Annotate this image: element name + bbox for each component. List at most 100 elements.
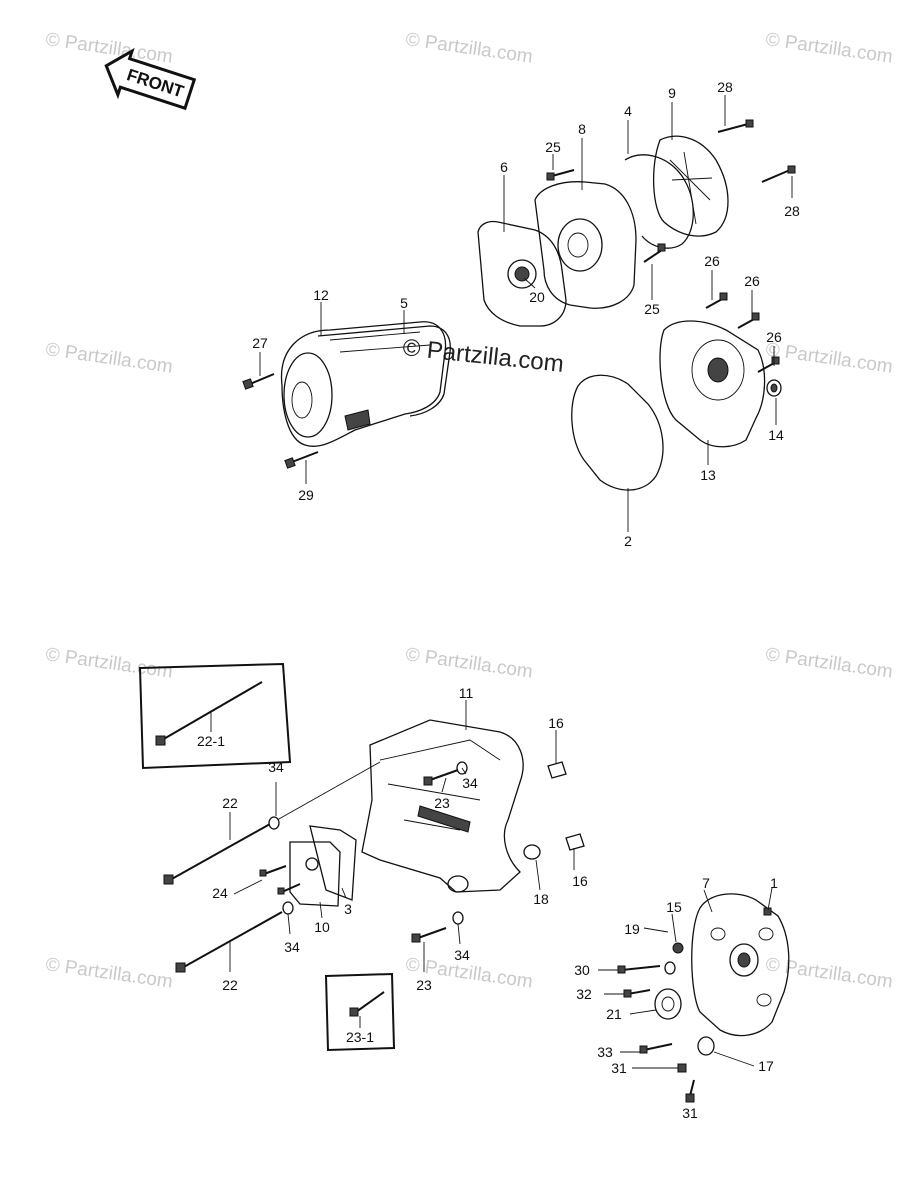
callout-21: 21 (606, 1006, 622, 1022)
callout-22-1: 22-1 (197, 733, 225, 749)
callout-28: 28 (784, 203, 800, 219)
callout-numbers: 12 5 27 29 6 8 4 9 25 28 28 20 25 26 26 … (197, 79, 800, 1121)
part-3-bracket (309, 825, 357, 901)
callout-7: 7 (702, 875, 710, 891)
callout-6: 6 (500, 159, 508, 175)
callout-14: 14 (768, 427, 784, 443)
part-29-bolt (284, 451, 319, 469)
part-26-bolt (737, 312, 760, 329)
part-34-washer (282, 901, 294, 915)
callout-15: 15 (666, 899, 682, 915)
part-26-bolt (705, 292, 728, 309)
part-7-side-cover (691, 893, 790, 1037)
callout-13: 13 (700, 467, 716, 483)
part-32-bolt (623, 989, 651, 998)
callout-34: 34 (454, 947, 470, 963)
callout-34: 34 (284, 939, 300, 955)
part-12-cover (280, 321, 447, 447)
callout-8: 8 (578, 121, 586, 137)
part-22-stud (163, 761, 381, 885)
callout-34: 34 (462, 775, 478, 791)
part-34-washer (268, 816, 280, 830)
part-28-bolt (717, 119, 754, 133)
callout-23: 23 (434, 795, 450, 811)
watermark: © Partzilla.com (404, 29, 534, 68)
callout-30: 30 (574, 962, 590, 978)
part-23-bolt (411, 927, 447, 943)
part-22-1-box (138, 662, 292, 770)
callout-24: 24 (212, 885, 228, 901)
part-6-gasket (477, 220, 567, 327)
part-14-plug (766, 379, 782, 397)
front-arrow-icon (104, 47, 197, 111)
part-18-plug (523, 844, 541, 860)
part-31-bolt (685, 1079, 695, 1103)
part-23-1-box (324, 972, 396, 1052)
callout-27: 27 (252, 335, 268, 351)
watermark: © Partzilla.com (44, 339, 174, 378)
upper-leader-lines (259, 95, 793, 532)
callout-33: 33 (597, 1044, 613, 1060)
callout-16: 16 (572, 873, 588, 889)
callout-23: 23 (416, 977, 432, 993)
part-11-crankcase (361, 719, 524, 893)
part-9-cover (652, 135, 729, 237)
callout-12: 12 (313, 287, 329, 303)
callout-4: 4 (624, 103, 632, 119)
callout-19: 19 (624, 921, 640, 937)
watermark: © Partzilla.com (764, 339, 894, 378)
watermark: © Partzilla.com (404, 644, 534, 683)
callout-22: 22 (222, 795, 238, 811)
watermarks: © Partzilla.com © Partzilla.com © Partzi… (44, 29, 894, 993)
callout-25: 25 (644, 301, 660, 317)
callout-25: 25 (545, 139, 561, 155)
callout-31: 31 (682, 1105, 698, 1121)
part-26-bolt (757, 356, 780, 373)
part-20-oil-seal (507, 259, 537, 289)
part-23-bolt (423, 769, 459, 786)
part-2-gasket (571, 374, 664, 491)
part-5-gasket (317, 325, 451, 417)
part-16-dowel (547, 761, 567, 779)
callout-10: 10 (314, 919, 330, 935)
part-22-stud (175, 911, 283, 973)
part-13-cover (659, 320, 766, 448)
callout-20: 20 (529, 289, 545, 305)
callout-26: 26 (704, 253, 720, 269)
part-19-washer (664, 961, 676, 975)
front-arrow-badge: FRONT (104, 47, 197, 111)
part-21-oil-seal (654, 988, 682, 1020)
watermark: © Partzilla.com (44, 29, 174, 68)
callout-34: 34 (268, 759, 284, 775)
callout-9: 9 (668, 85, 676, 101)
callout-17: 17 (758, 1058, 774, 1074)
callout-28: 28 (717, 79, 733, 95)
part-25-bolt (546, 169, 575, 181)
part-17-washer (697, 1036, 715, 1056)
part-1-fitting (763, 907, 772, 916)
watermark-center: © Partzilla.com (401, 334, 565, 378)
part-16-dowel (565, 833, 585, 851)
callout-32: 32 (576, 986, 592, 1002)
part-10-block (289, 841, 341, 907)
callout-26: 26 (744, 273, 760, 289)
callout-18: 18 (533, 891, 549, 907)
part-34-washer (452, 911, 464, 925)
part-31-bolt (677, 1063, 687, 1073)
callout-26: 26 (766, 329, 782, 345)
watermark: © Partzilla.com (44, 644, 174, 683)
part-15-nut (672, 942, 684, 954)
watermark: © Partzilla.com (44, 954, 174, 993)
callout-11: 11 (459, 685, 474, 701)
callout-31: 31 (611, 1060, 627, 1076)
callout-29: 29 (298, 487, 314, 503)
part-30-bolt (617, 965, 661, 974)
watermark: © Partzilla.com (764, 954, 894, 993)
watermark: © Partzilla.com (764, 644, 894, 683)
part-33-bolt (639, 1043, 673, 1054)
callout-5: 5 (400, 295, 408, 311)
watermark: © Partzilla.com (764, 29, 894, 68)
callout-23-1: 23-1 (346, 1029, 374, 1045)
callout-22: 22 (222, 977, 238, 993)
part-24-bolt (259, 865, 301, 895)
